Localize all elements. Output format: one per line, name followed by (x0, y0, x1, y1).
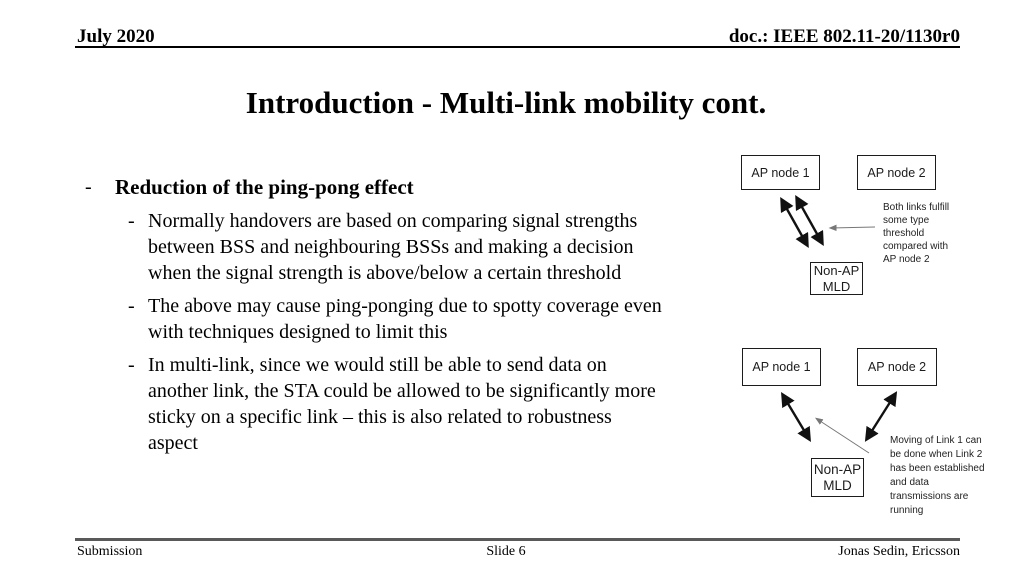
sub-bullet-text: The above may cause ping-ponging due to … (148, 295, 662, 343)
top-ap-node-2-box: AP node 2 (857, 155, 936, 190)
sub-bullet: - Normally handovers are based on compar… (128, 208, 735, 286)
bullet-dash: - (85, 176, 92, 198)
top-non-ap-mld-box: Non-AP MLD (810, 262, 863, 295)
bullet-dash: - (128, 354, 135, 376)
bottom-ap-node-2-box: AP node 2 (857, 348, 937, 386)
bottom-diagram-annotation: Moving of Link 1 can be done when Link 2… (890, 435, 985, 516)
footer-submission: Submission (77, 544, 143, 559)
slide-title: Introduction - Multi-link mobility cont. (245, 85, 767, 120)
bottom-link1-arrow (781, 392, 811, 442)
header-rule (75, 46, 960, 48)
top-diagram-annotation: Both links fulfill some type threshold c… (883, 202, 950, 265)
sub-bullet-list: - Normally handovers are based on compar… (128, 208, 735, 456)
main-bullet: - Reduction of the ping-pong effect (85, 173, 735, 201)
sub-bullet-text: Normally handovers are based on comparin… (148, 210, 638, 284)
bottom-ap-node-1-box: AP node 1 (742, 348, 821, 386)
header-doc-number: doc.: IEEE 802.11-20/1130r0 (728, 26, 960, 47)
top-annotation-pointer-arrow (828, 224, 876, 232)
top-link-arrow-2 (795, 194, 824, 247)
bottom-link2-arrow (864, 391, 898, 442)
bottom-annotation-pointer-arrow (814, 417, 870, 454)
main-bullet-text: Reduction of the ping-pong effect (115, 175, 414, 199)
footer-slide-number: Slide 6 (486, 544, 526, 559)
bullet-dash: - (128, 210, 135, 232)
top-ap-node-1-box: AP node 1 (741, 155, 820, 190)
bullet-dash: - (128, 295, 135, 317)
sub-bullet-text: In multi-link, since we would still be a… (148, 354, 656, 454)
footer-author: Jonas Sedin, Ericsson (838, 544, 960, 559)
footer-rule (75, 538, 960, 541)
bullet-list: - Reduction of the ping-pong effect - No… (85, 173, 735, 463)
header-date: July 2020 (77, 26, 155, 47)
bottom-non-ap-mld-box: Non-AP MLD (811, 458, 864, 497)
sub-bullet: - The above may cause ping-ponging due t… (128, 293, 735, 345)
sub-bullet: - In multi-link, since we would still be… (128, 352, 735, 456)
top-link-arrow-1 (780, 196, 809, 249)
